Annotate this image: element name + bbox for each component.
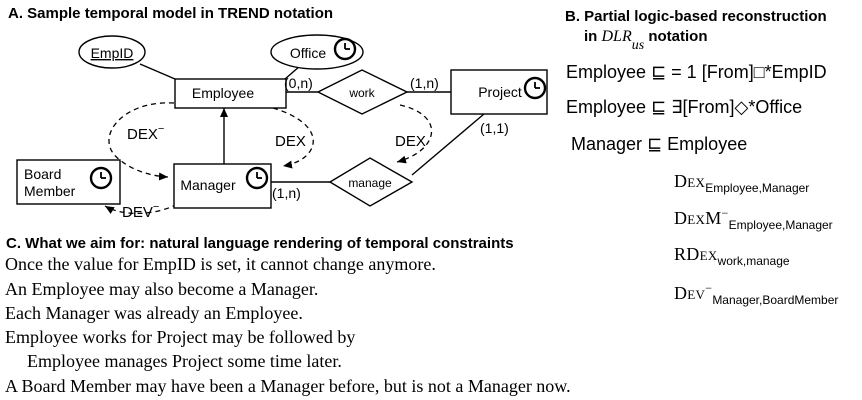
clock-icon — [333, 37, 357, 61]
clock-icon — [523, 76, 547, 100]
dex-work-manage-edge — [396, 104, 433, 164]
dex-minus-edge — [108, 102, 175, 181]
work-label: work — [348, 86, 375, 100]
project-label: Project — [478, 84, 522, 100]
solid-edges — [139, 63, 485, 183]
dex-left-label: DEX — [275, 133, 306, 150]
edge-empid-employee — [139, 63, 176, 80]
nl-sentence-4: Employee works for Project may be follow… — [5, 327, 356, 347]
manager-label: Manager — [180, 177, 236, 193]
empid-attribute — [78, 35, 146, 69]
section-b-title-line2: in DLRUS notation — [584, 28, 708, 53]
section-a-title: A. Sample temporal model in TREND notati… — [8, 5, 334, 22]
section-b-title-line1: B. Partial logic-based reconstruction — [565, 8, 827, 25]
nl-sentence-2: An Employee may also become a Manager. — [5, 279, 319, 299]
cardinality-project-work: (1,n) — [410, 75, 439, 91]
section-c-title: C. What we aim for: natural language ren… — [6, 235, 514, 252]
dex-employee-manager-edge — [272, 107, 314, 169]
dlr-logic-name: DLRUS — [601, 28, 645, 53]
axiom-office: Employee ⊑ ∃[From]◇*Office — [566, 97, 803, 117]
constraint-rdex: RDexwork,manage — [674, 244, 790, 268]
constraint-dex: DexEmployee,Manager — [674, 171, 810, 195]
cardinality-project-manage: (1,1) — [480, 120, 509, 136]
cardinality-employee-work: (0,n) — [284, 75, 313, 91]
nl-sentence-1: Once the value for EmpID is set, it cann… — [5, 254, 436, 274]
constraint-dev: Dev−Manager,BoardMember — [674, 281, 839, 307]
employee-entity — [174, 78, 287, 109]
manage-label: manage — [348, 176, 392, 190]
dashed-edges — [104, 102, 433, 215]
dex-right-label: DEX — [395, 133, 426, 150]
office-label: Office — [290, 45, 327, 61]
trend-diagram: EmpID Office Employee Project Manager Bo… — [16, 34, 548, 221]
axiom-manager: Manager ⊑ Employee — [571, 134, 748, 154]
clock-icon — [89, 166, 113, 190]
work-relationship — [316, 69, 409, 115]
dex-minus-label: DEX− — [127, 123, 164, 143]
clock-icon — [245, 166, 269, 190]
nl-sentence-5: Employee manages Project some time later… — [27, 351, 342, 371]
board-member-label-line2: Member — [24, 183, 76, 199]
employee-label: Employee — [192, 85, 254, 101]
nl-sentence-3: Each Manager was already an Employee. — [5, 303, 303, 323]
nl-sentence-6: A Board Member may have been a Manager b… — [5, 376, 571, 396]
board-member-label-line1: Board — [24, 166, 61, 182]
axiom-empid: Employee ⊑ = 1 [From]□*EmpID — [566, 62, 827, 82]
dev-minus-edge — [104, 203, 178, 215]
dev-minus-label: DEV− — [122, 201, 159, 221]
empid-label: EmpID — [91, 45, 134, 61]
manage-relationship — [328, 157, 414, 207]
edge-project-manage — [411, 113, 485, 176]
edge-office-employee — [284, 65, 301, 80]
cardinality-manager-manage: (1,n) — [272, 185, 301, 201]
constraint-dexm: DexM−Employee,Manager — [674, 206, 833, 232]
